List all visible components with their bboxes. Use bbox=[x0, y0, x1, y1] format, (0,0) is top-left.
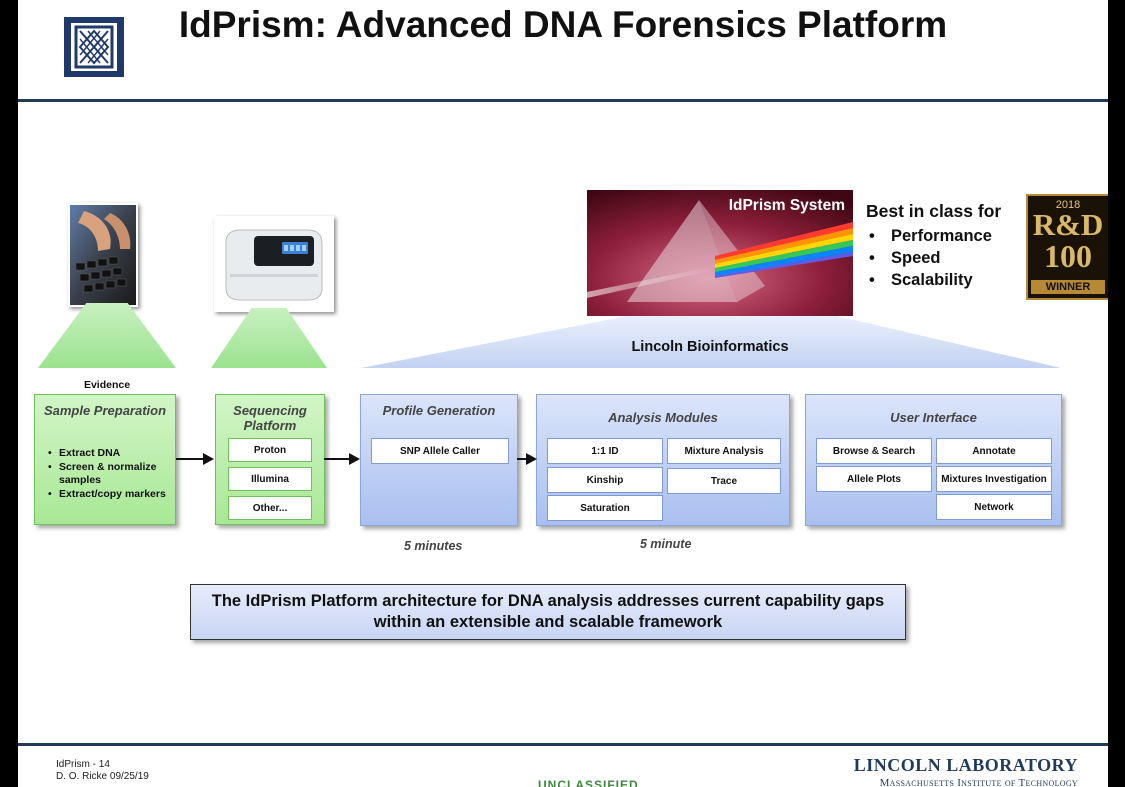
best-in-class-item: Speed bbox=[866, 247, 1001, 269]
sequencer-photo bbox=[214, 216, 334, 312]
header-divider bbox=[18, 99, 1108, 102]
module-chip: Browse & Search bbox=[816, 438, 932, 464]
sample-preparation-title: Sample Preparation bbox=[43, 403, 167, 418]
module-chip: Network bbox=[936, 494, 1052, 520]
sequencing-funnel bbox=[211, 308, 327, 368]
footer-left: IdPrism - 14 D. O. Ricke 09/25/19 bbox=[56, 759, 149, 783]
footer-divider bbox=[18, 743, 1108, 746]
idprism-system-label: IdPrism System bbox=[728, 197, 845, 214]
best-in-class-item: Performance bbox=[866, 225, 1001, 247]
platform-chip: Proton bbox=[228, 438, 312, 462]
module-chip: Allele Plots bbox=[816, 466, 932, 492]
list-item: Extract DNA bbox=[48, 447, 185, 461]
award-line1: R&D bbox=[1032, 207, 1104, 242]
platform-chip: Other... bbox=[228, 496, 312, 520]
platform-chip: Illumina bbox=[228, 467, 312, 491]
best-in-class-heading: Best in class for bbox=[866, 201, 1002, 221]
sample-preparation-box: Sample Preparation Extract DNA Screen & … bbox=[34, 394, 176, 525]
arrow-right-icon bbox=[176, 453, 214, 465]
slide: IdPrism: Advanced DNA Forensics Platform bbox=[18, 0, 1108, 787]
award-line2: 100 bbox=[1044, 238, 1092, 274]
classification-label: UNCLASSIFIED bbox=[538, 778, 639, 787]
award-badge: 2018 R&D 100 WINNER bbox=[1026, 194, 1108, 300]
module-chip: Annotate bbox=[936, 438, 1052, 464]
best-in-class-item: Scalability bbox=[866, 269, 1001, 291]
module-chip: Saturation bbox=[547, 495, 663, 521]
analysis-time-label: 5 minute bbox=[640, 537, 692, 551]
keyboard-photo bbox=[68, 203, 138, 307]
module-chip: Kinship bbox=[547, 467, 663, 493]
award-year: 2018 bbox=[1055, 199, 1081, 211]
arrow-right-icon bbox=[517, 453, 537, 465]
sample-preparation-list: Extract DNA Screen & normalize samples E… bbox=[45, 447, 185, 501]
mit-ll-logo-icon bbox=[62, 14, 126, 80]
list-item: Extract/copy markers bbox=[48, 488, 185, 502]
award-line3: WINNER bbox=[1031, 280, 1105, 294]
module-chip: Mixtures Investigation bbox=[936, 466, 1052, 492]
page-title: IdPrism: Advanced DNA Forensics Platform bbox=[178, 4, 948, 45]
user-interface-title: User Interface bbox=[890, 410, 977, 425]
slide-reference: IdPrism - 14 bbox=[56, 759, 110, 770]
org-name: LINCOLN LABORATORY bbox=[853, 755, 1078, 775]
evidence-funnel bbox=[38, 303, 176, 368]
summary-callout: The IdPrism Platform architecture for DN… bbox=[190, 584, 906, 640]
org-block: LINCOLN LABORATORY Massachusetts Institu… bbox=[818, 755, 1078, 787]
profile-time-label: 5 minutes bbox=[404, 539, 463, 553]
bioinformatics-label: Lincoln Bioinformatics bbox=[631, 339, 789, 355]
module-chip: SNP Allele Caller bbox=[371, 438, 509, 464]
list-item: Screen & normalize samples bbox=[48, 461, 185, 488]
evidence-label: Evidence bbox=[83, 379, 131, 391]
user-interface-box: User Interface Browse & Search Annotate … bbox=[805, 394, 1062, 526]
sequencing-platform-box: Sequencing Platform Proton Illumina Othe… bbox=[215, 394, 325, 525]
module-chip: 1:1 ID bbox=[547, 438, 663, 464]
best-in-class: Best in class for Performance Speed Scal… bbox=[866, 201, 1001, 291]
sequencing-platform-title: Sequencing Platform bbox=[233, 403, 307, 433]
arrow-right-icon bbox=[324, 453, 360, 465]
org-subtitle: Massachusetts Institute of Technology bbox=[879, 777, 1078, 787]
module-chip: Trace bbox=[667, 468, 781, 494]
analysis-modules-box: Analysis Modules 1:1 ID Mixture Analysis… bbox=[536, 394, 790, 526]
profile-generation-title: Profile Generation bbox=[382, 403, 496, 418]
module-chip: Mixture Analysis bbox=[667, 438, 781, 464]
prism-image: IdPrism System bbox=[587, 190, 853, 316]
analysis-modules-title: Analysis Modules bbox=[608, 410, 718, 425]
profile-generation-box: Profile Generation SNP Allele Caller bbox=[360, 394, 518, 526]
author-date: D. O. Ricke 09/25/19 bbox=[56, 771, 149, 782]
